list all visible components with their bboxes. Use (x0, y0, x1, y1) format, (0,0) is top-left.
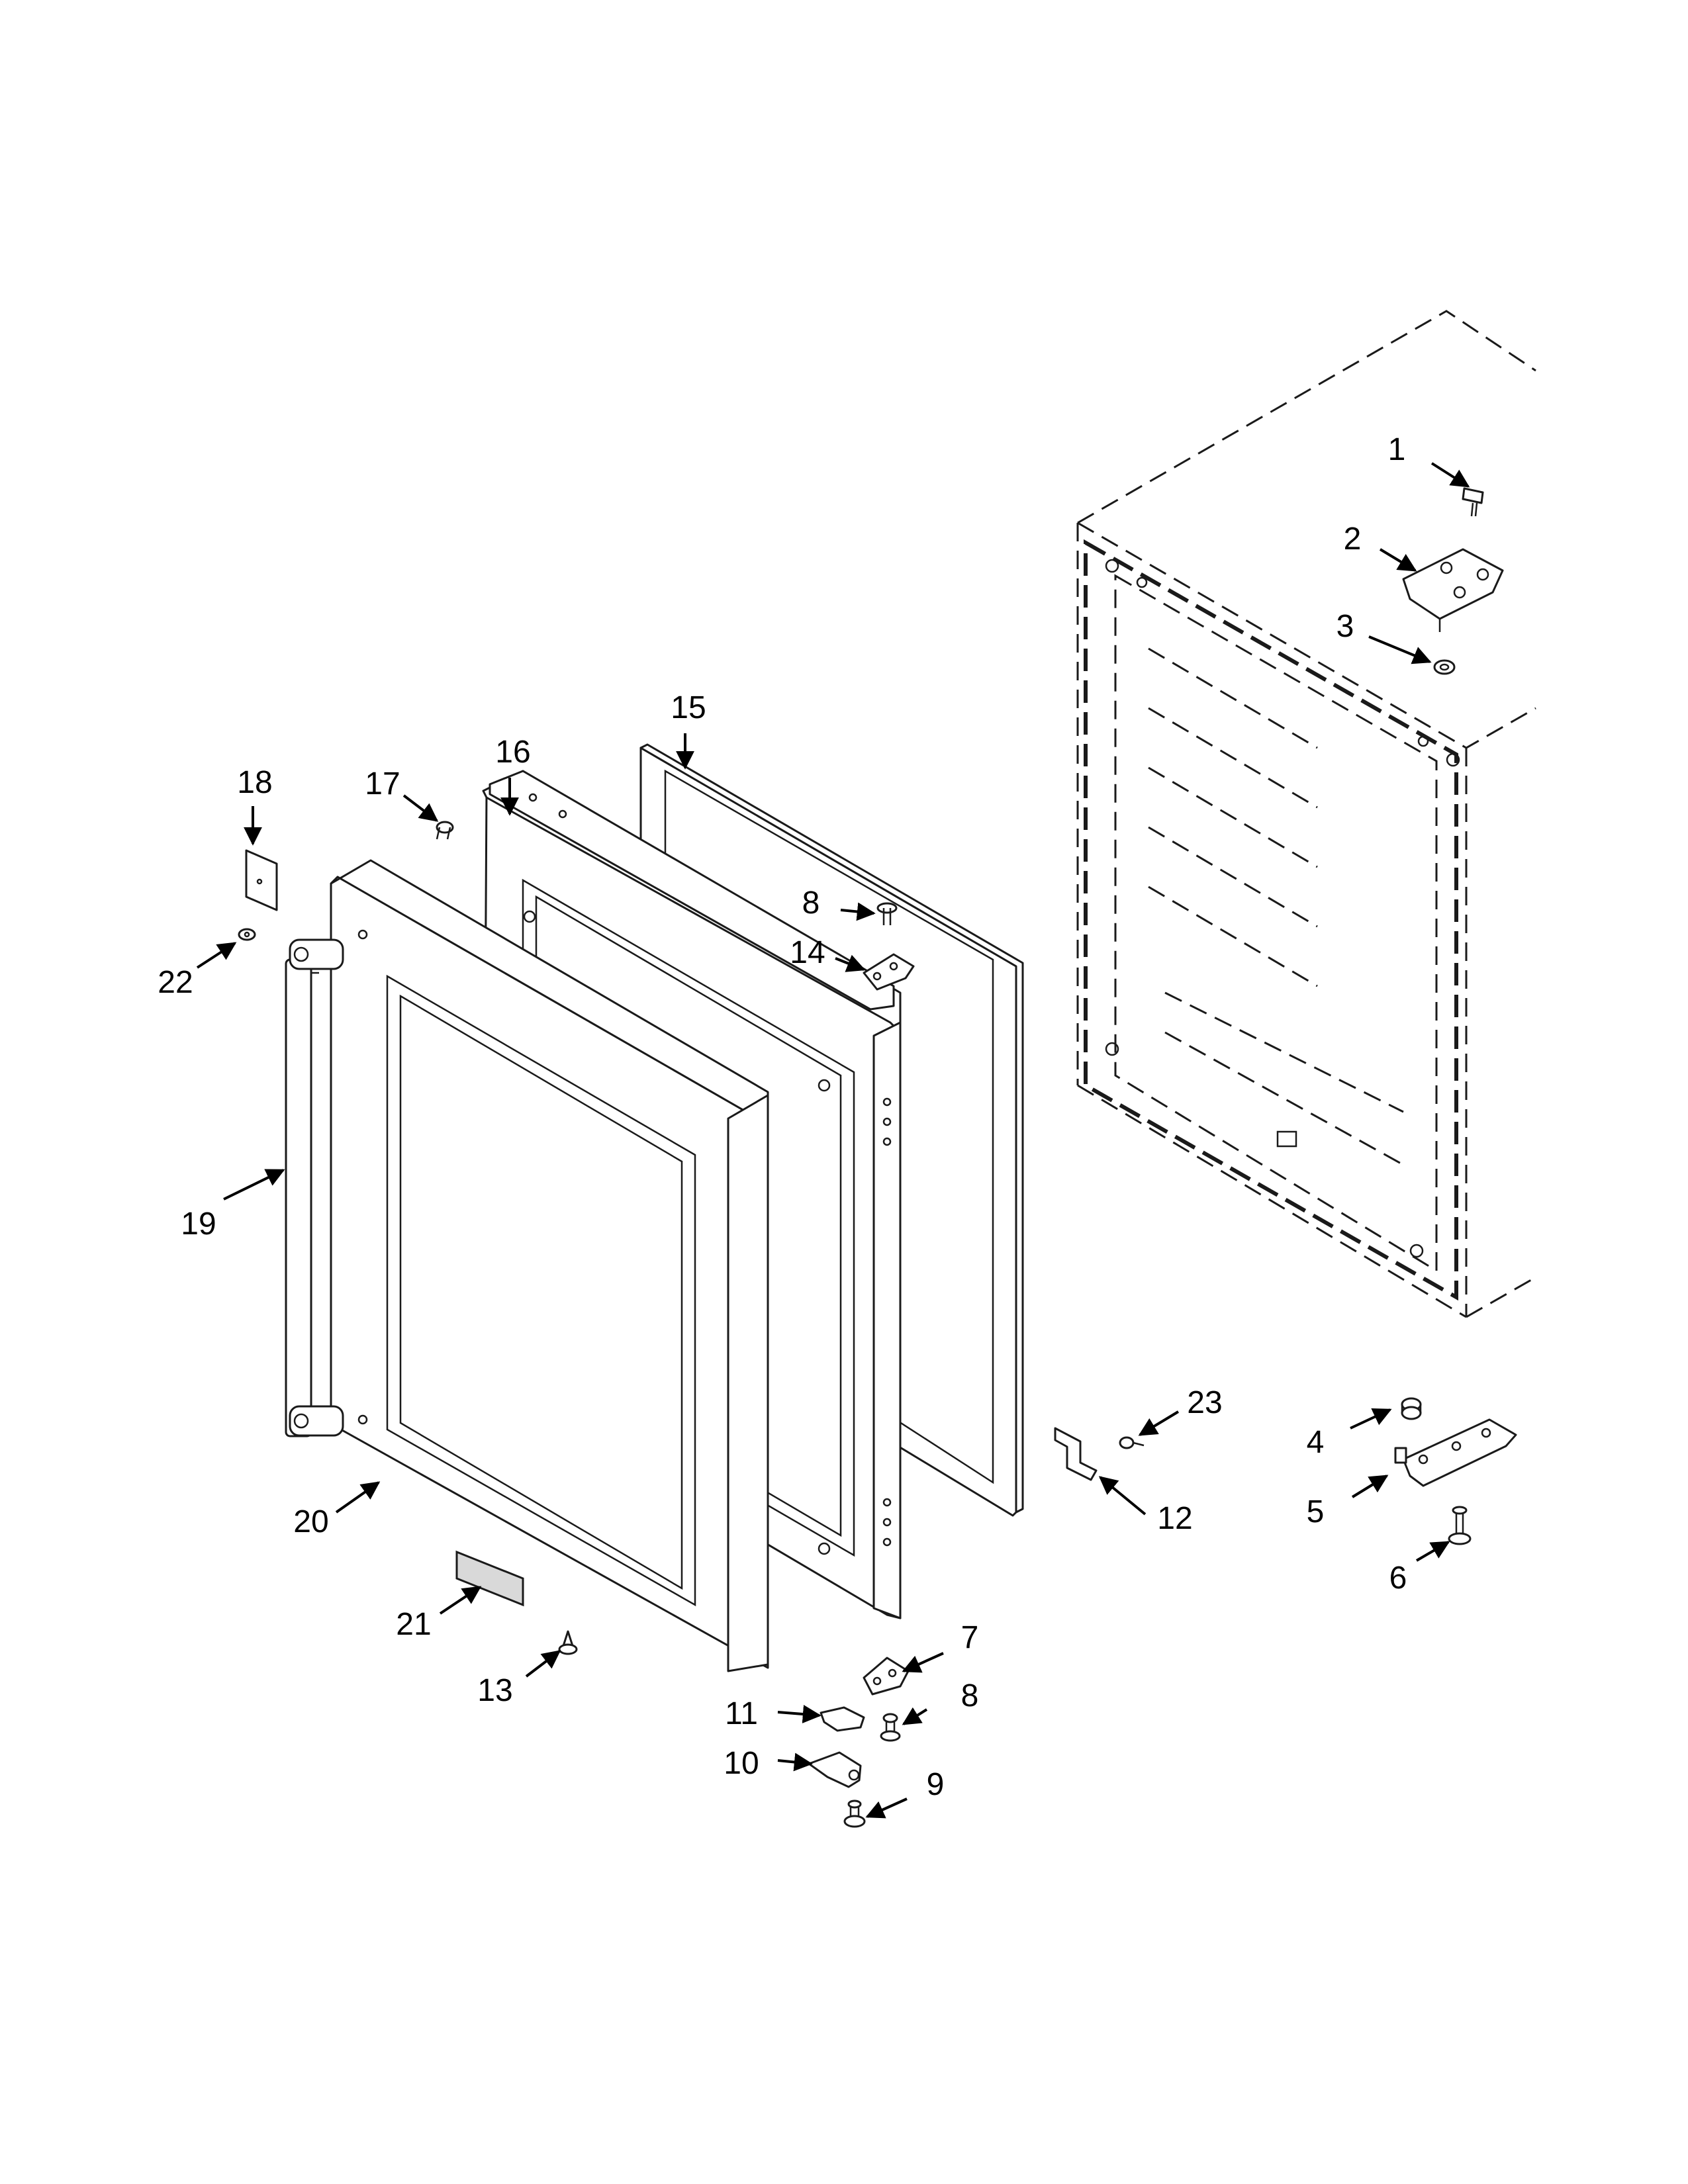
washer-part-3 (1433, 659, 1456, 675)
callout-12: 12 (1157, 1501, 1192, 1536)
leg-screw-part-6 (1448, 1506, 1472, 1545)
callout-2: 2 (1344, 522, 1362, 557)
top-hinge-part-2 (1402, 548, 1504, 632)
callout-6: 6 (1389, 1561, 1407, 1596)
screw-part-9 (843, 1799, 866, 1828)
hinge-plate-part-14 (863, 953, 915, 991)
callout-22: 22 (158, 965, 193, 1000)
callout-8-bottom: 8 (961, 1678, 979, 1713)
callout-7: 7 (961, 1620, 979, 1655)
liner-side-holes (882, 1097, 892, 1547)
leader-arrows (196, 462, 1470, 1819)
callout-3: 3 (1336, 609, 1354, 644)
callout-20: 20 (293, 1504, 328, 1539)
callout-9: 9 (927, 1767, 945, 1802)
screw-part-22 (238, 928, 256, 941)
screw-part-1 (1462, 487, 1484, 517)
door-stop-part-10 (808, 1751, 862, 1788)
door-front-part-20 (330, 859, 769, 1672)
screw-part-8-top (876, 902, 898, 925)
hinge-plate-part-7 (863, 1657, 910, 1696)
callout-10: 10 (724, 1746, 759, 1781)
callout-8-top: 8 (802, 886, 820, 921)
callout-labels: 1 2 3 4 5 6 7 8 8 9 10 11 12 13 14 15 16… (158, 432, 1407, 1802)
callout-5: 5 (1307, 1494, 1325, 1529)
callout-16: 16 (495, 735, 530, 770)
cabinet-shelf-lines (1148, 647, 1404, 1166)
callout-18: 18 (237, 765, 272, 800)
callout-11: 11 (725, 1696, 758, 1731)
callout-17: 17 (365, 766, 400, 801)
bracket-part-12 (1054, 1427, 1098, 1481)
callout-21: 21 (396, 1607, 431, 1642)
cam-part-11 (820, 1706, 865, 1732)
screw-part-17 (436, 821, 454, 840)
screw-part-23 (1119, 1436, 1145, 1449)
door-handle-part-19 (285, 938, 344, 1437)
label-plate-part-18 (245, 849, 278, 911)
callout-23: 23 (1187, 1385, 1222, 1420)
callout-4: 4 (1307, 1425, 1325, 1460)
nameplate-part-21 (455, 1550, 524, 1607)
plug-part-13 (558, 1630, 578, 1655)
cabinet-outline (1076, 310, 1536, 1318)
callout-15: 15 (671, 690, 706, 725)
callout-19: 19 (181, 1206, 216, 1242)
callout-13: 13 (477, 1673, 512, 1708)
spacer-part-4 (1401, 1397, 1422, 1420)
screw-part-8-bottom (880, 1713, 901, 1742)
callout-14: 14 (790, 935, 825, 970)
callout-1: 1 (1388, 432, 1406, 467)
bottom-hinge-part-5 (1394, 1418, 1517, 1487)
